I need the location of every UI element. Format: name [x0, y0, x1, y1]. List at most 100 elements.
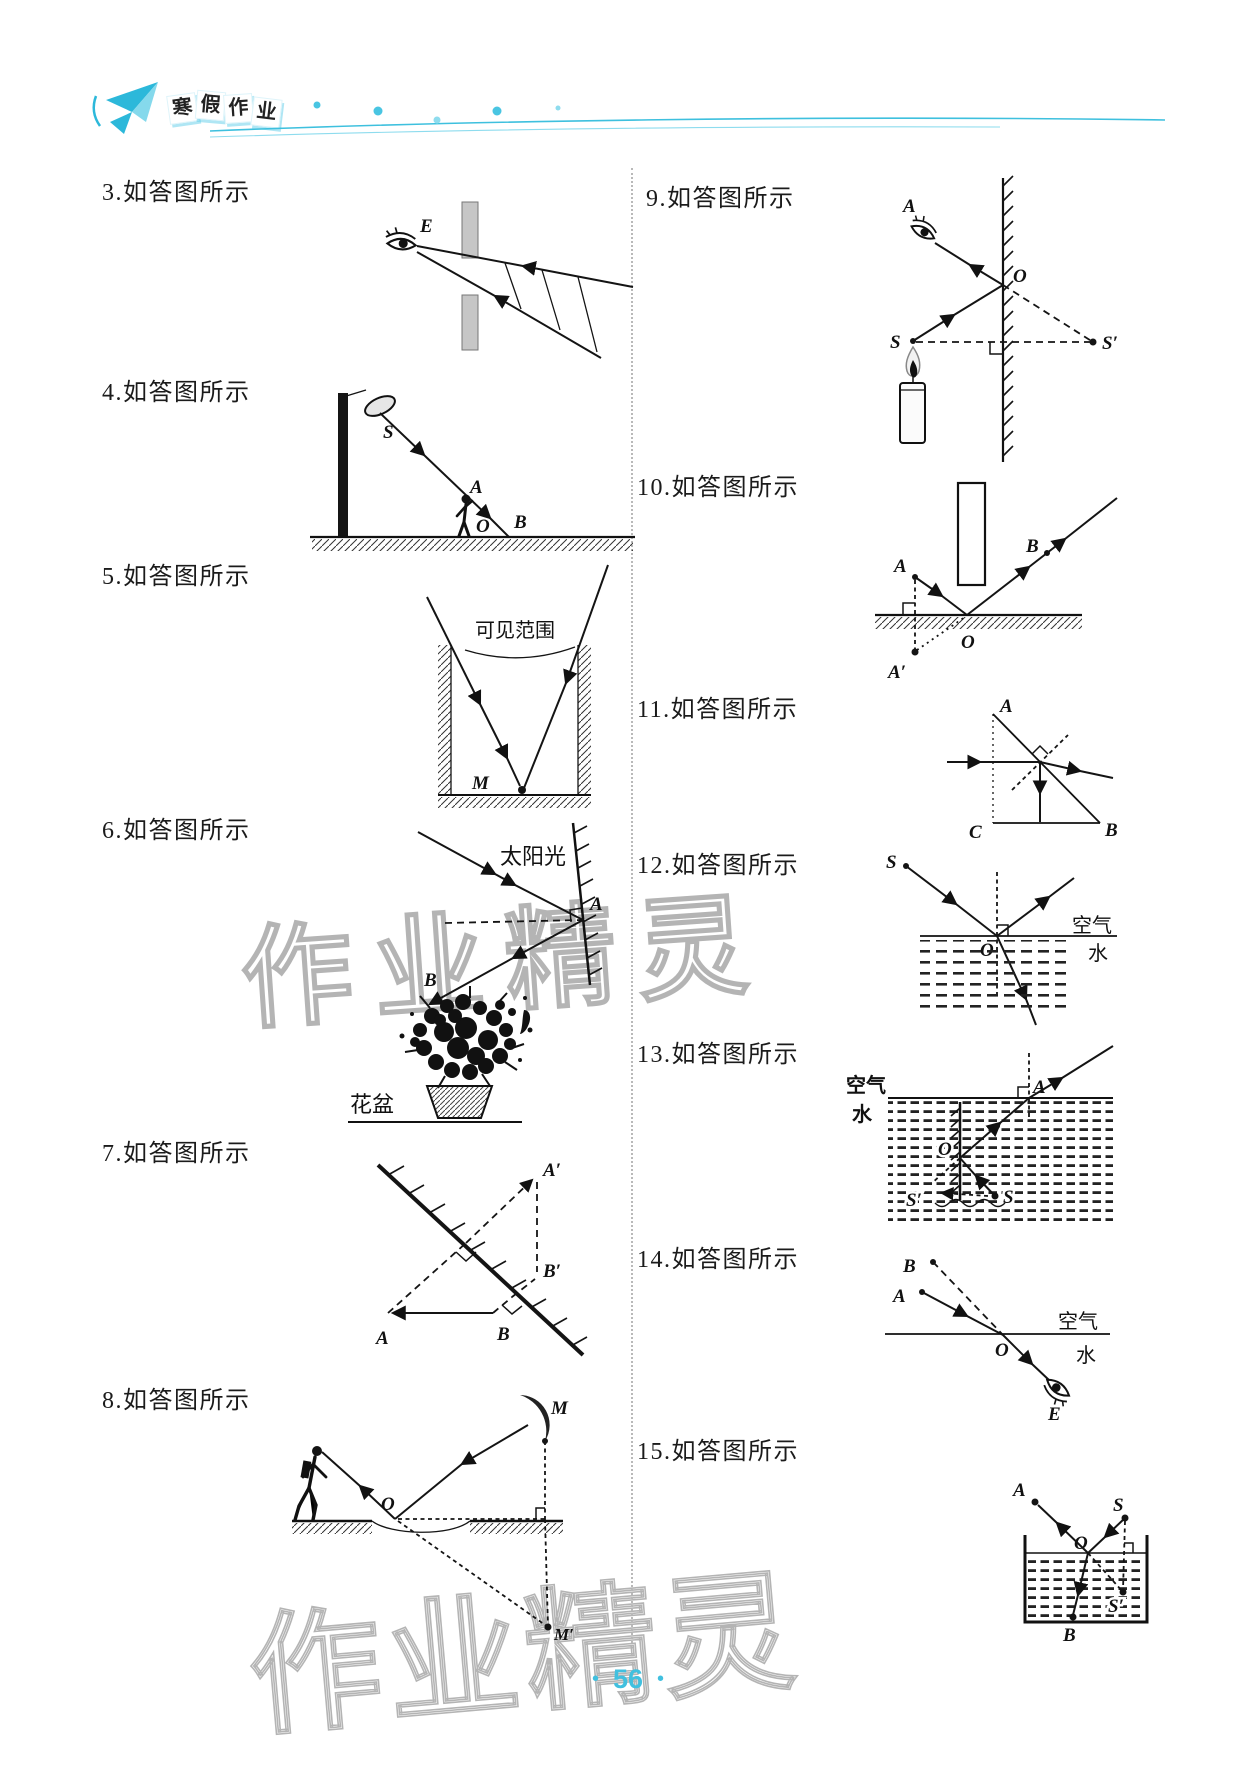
- f3-label-E: E: [419, 216, 433, 237]
- image-construction: [939, 1187, 989, 1201]
- point-A: [1031, 1498, 1039, 1506]
- right-angle-mark: [501, 1304, 523, 1315]
- light-ray: [426, 596, 482, 707]
- mirror-hatching: [387, 1165, 588, 1347]
- f14-label-E: E: [1047, 1404, 1061, 1425]
- incident-ray: [921, 1291, 969, 1318]
- water-pattern: [920, 940, 1070, 1016]
- f6-flower-pot-label: 花盆: [350, 1092, 394, 1117]
- figure-14-caption: 14.如答图所示: [637, 1247, 799, 1273]
- well-wall-right: [578, 645, 591, 795]
- right-angle-mark: [997, 924, 1009, 936]
- f6-label-B: B: [423, 970, 437, 991]
- f5-label-M: M: [471, 773, 490, 794]
- figure-5-caption: 5.如答图所示: [102, 564, 251, 590]
- refracted-ray: [1028, 1076, 1064, 1099]
- f9-label-O: O: [1013, 266, 1027, 287]
- f7-label-B-image: B′: [542, 1261, 561, 1282]
- lamp-icon: [364, 395, 396, 417]
- water-pattern: [1028, 1557, 1144, 1619]
- incident-ray: [914, 576, 944, 598]
- figure-8-diagram: M O M′: [292, 1395, 574, 1644]
- baffle-upper: [461, 201, 479, 259]
- figure-14-diagram: B A 空气 水 O E: [885, 1256, 1110, 1425]
- construction-line: [387, 1242, 467, 1314]
- figure-7-caption: 7.如答图所示: [102, 1141, 251, 1167]
- figure-4-caption: 4.如答图所示: [102, 380, 251, 406]
- right-angle-mark: [1031, 744, 1049, 755]
- f8-label-O: O: [381, 1494, 395, 1515]
- light-ray: [520, 261, 634, 288]
- f4-label-A: A: [469, 477, 483, 498]
- right-angle-mark: [989, 342, 1003, 355]
- f7-label-A-image: A′: [542, 1160, 561, 1181]
- figure-12-caption: 12.如答图所示: [637, 853, 799, 879]
- f7-label-B: B: [496, 1324, 510, 1345]
- f15-label-B: B: [1062, 1625, 1076, 1646]
- reflected-ray: [999, 1097, 1030, 1124]
- f14-label-O: O: [995, 1340, 1009, 1361]
- apparent-ray: [932, 1261, 1004, 1336]
- figure-6-diagram: 太阳光 A B: [348, 822, 603, 1123]
- image-arrow: [465, 1178, 534, 1244]
- f6-label-A: A: [589, 894, 603, 915]
- figure-3-diagram: E: [383, 201, 634, 359]
- incident-ray: [460, 1424, 529, 1466]
- f13-label-S-image: S′: [906, 1190, 922, 1211]
- f14-water-label: 水: [1076, 1344, 1096, 1367]
- refracted-ray: [1079, 770, 1114, 779]
- eye-icon: [383, 225, 419, 252]
- f4-label-S: S: [383, 422, 394, 443]
- figure-7-diagram: A B A′ B′: [375, 1160, 588, 1357]
- refracted-ray: [1061, 1045, 1114, 1079]
- figure-9-caption: 9.如答图所示: [646, 186, 795, 212]
- incident-ray: [912, 313, 956, 342]
- f13-air-label: 空气: [846, 1073, 886, 1097]
- mirror-hatching: [950, 1107, 961, 1194]
- page-footer: • 56 •: [548, 1664, 708, 1695]
- incident-ray: [955, 903, 998, 937]
- incident-ray: [417, 831, 497, 876]
- incident-ray: [494, 872, 517, 887]
- figure-6-caption: 6.如答图所示: [102, 818, 251, 844]
- f4-label-O: O: [476, 516, 490, 537]
- construction-line: [1087, 1552, 1124, 1593]
- bottom-squiggle: [934, 1198, 1006, 1208]
- ground-hatching: [292, 1523, 372, 1534]
- refracted-ray: [1031, 1363, 1051, 1382]
- light-ray: [523, 682, 567, 789]
- incident-ray: [953, 284, 1004, 316]
- refracted-ray: [1072, 1594, 1079, 1616]
- figure-11-caption: 11.如答图所示: [637, 697, 799, 723]
- f8-label-M: M: [550, 1398, 569, 1419]
- obstacle-board: [956, 481, 987, 587]
- ray-cross-lines: [504, 262, 598, 353]
- f10-label-A-image: A′: [887, 662, 906, 683]
- plant-icon: [399, 986, 533, 1089]
- reflected-ray: [428, 957, 514, 1006]
- figure-3-caption: 3.如答图所示: [102, 180, 251, 206]
- f9-label-S-image: S′: [1102, 333, 1118, 354]
- reflected-ray: [358, 1484, 396, 1520]
- figure-13-diagram: 空气 水 O S A S′: [846, 1045, 1114, 1226]
- light-ray: [416, 251, 496, 297]
- reflected-ray: [966, 565, 1031, 616]
- figure-12-diagram: S 空气 水 O: [886, 852, 1117, 1026]
- right-angle-mark: [902, 602, 915, 615]
- point-B: [1069, 1613, 1077, 1621]
- normal-line: [444, 919, 584, 924]
- light-ray: [506, 757, 521, 787]
- well-wall-left: [438, 645, 451, 795]
- light-ray: [423, 454, 492, 520]
- f10-label-A: A: [893, 556, 907, 577]
- f13-water-label: 水: [852, 1103, 873, 1126]
- light-ray: [416, 245, 524, 267]
- ray-point: [994, 1123, 1000, 1129]
- light-ray: [563, 564, 609, 686]
- plane-mirror: [376, 1163, 585, 1357]
- reflected-ray: [959, 1121, 1002, 1159]
- header-swoosh-lines: [209, 117, 1166, 138]
- ground-hatching: [312, 539, 633, 551]
- figure-10-caption: 10.如答图所示: [637, 475, 799, 501]
